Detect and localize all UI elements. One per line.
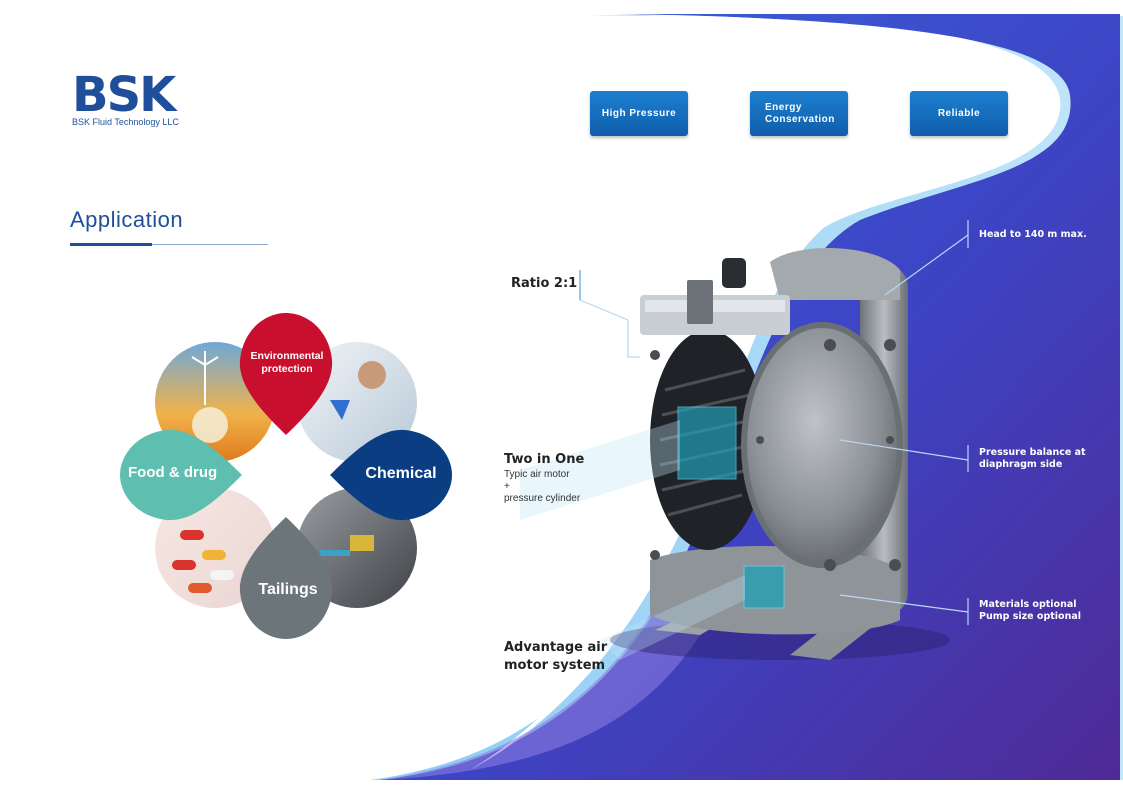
ratio-callout: Ratio 2:1 xyxy=(511,276,578,291)
two-in-one-line3: pressure cylinder xyxy=(504,493,581,504)
brand-logo: BSK xyxy=(72,67,176,123)
materials-line2: Pump size optional xyxy=(979,611,1082,622)
two-in-one-title: Two in One xyxy=(504,452,585,467)
two-in-one-line2: + xyxy=(504,481,510,492)
pressure-line2: diaphragm side xyxy=(979,459,1063,470)
company-name: BSK Fluid Technology LLC xyxy=(72,117,179,127)
materials-line1: Materials optional xyxy=(979,599,1077,610)
two-in-one-line1: Typic air motor xyxy=(504,469,570,480)
title-underline-accent xyxy=(70,243,152,246)
chemical-petal xyxy=(330,429,452,521)
pressure-line1: Pressure balance at xyxy=(979,447,1086,458)
head-callout: Head to 140 m max. xyxy=(979,229,1087,240)
tailings-petal xyxy=(239,517,333,639)
wind-turbine-icon xyxy=(191,351,219,405)
feature-energy-conservation-button[interactable]: Energy Conservation xyxy=(750,91,848,136)
food-drug-petal xyxy=(120,429,242,521)
tailings-label: Tailings xyxy=(258,581,318,598)
feature-reliable-button[interactable]: Reliable xyxy=(910,91,1008,136)
advantage-line1: Advantage air xyxy=(504,640,608,655)
title-underline xyxy=(70,244,268,245)
section-title: Application xyxy=(70,207,184,232)
advantage-line2: motor system xyxy=(504,658,606,673)
environmental-petal xyxy=(239,313,333,435)
feature-high-pressure-button[interactable]: High Pressure xyxy=(590,91,688,136)
application-diagram xyxy=(120,313,452,639)
chemical-label: Chemical xyxy=(365,465,437,482)
food-drug-label: Food & drug xyxy=(128,464,218,481)
environmental-label: Environmental protection xyxy=(250,350,324,375)
